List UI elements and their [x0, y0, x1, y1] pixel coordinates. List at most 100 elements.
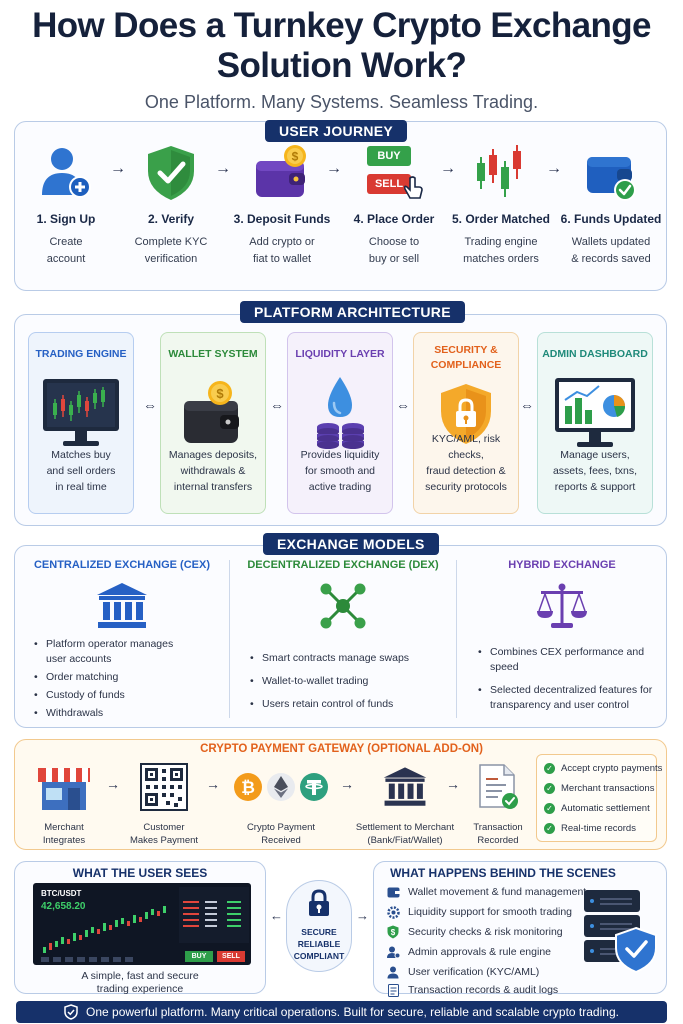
arch-card-security-compliance: SECURITY &COMPLIANCE KYC/AML, risk check…: [413, 332, 519, 514]
list-item: Selected decentralized features for tran…: [476, 683, 658, 713]
document-icon: [386, 983, 400, 997]
double-arrow-icon: ⇔: [270, 397, 284, 413]
list-item: Users retain control of funds: [248, 697, 448, 712]
list-item: Platform operator manages user accounts: [32, 637, 182, 667]
double-arrow-icon: ⇔: [143, 397, 157, 413]
list-item: Combines CEX performance and speed: [476, 645, 658, 675]
user-add-icon: [42, 148, 91, 198]
user-journey-label: USER JOURNEY: [265, 120, 408, 142]
behind-item: Transaction records & audit logs: [386, 983, 558, 997]
journey-step-title: 5. Order Matched: [451, 212, 551, 226]
buy-button: BUY: [185, 951, 213, 962]
model-hybrid: HYBRID EXCHANGE Combines CEX performance…: [466, 559, 658, 716]
behind-scenes-title: WHAT HAPPENS BEHIND THE SCENES: [390, 866, 616, 880]
behind-item: Liquidity support for smooth trading: [386, 905, 572, 919]
trading-screen-mockup: BTC/USDT 42,658.20 BUY SELL: [33, 883, 251, 965]
model-title: DECENTRALIZED EXCHANGE (DEX): [247, 559, 439, 571]
svg-text:$: $: [216, 386, 224, 401]
arrow-right-icon: →: [106, 776, 120, 792]
network-nodes-icon: [320, 583, 366, 629]
arch-card-admin-dashboard: ADMIN DASHBOARD Manage users,assets, fee…: [537, 332, 653, 514]
payment-gateway-label: CRYPTO PAYMENT GATEWAY (OPTIONAL ADD-ON): [200, 743, 483, 755]
gateway-feature: ✓Automatic settlement: [544, 803, 650, 814]
check-icon: ✓: [544, 763, 555, 774]
page-title: How Does a Turnkey Crypto Exchange Solut…: [0, 6, 683, 86]
user-sees-title: WHAT THE USER SEES: [72, 866, 208, 880]
bank-building-icon: [383, 767, 427, 806]
arrow-left-icon: ←: [270, 908, 283, 923]
card-title: LIQUIDITY LAYER: [295, 348, 385, 360]
shield-check-icon: [148, 146, 194, 200]
arrow-right-icon: →: [110, 160, 126, 177]
svg-text:$: $: [391, 928, 396, 937]
footer-text: One powerful platform. Many critical ope…: [86, 1005, 619, 1019]
balance-scale-icon: [537, 583, 587, 628]
journey-step-desc: Wallets updated& records saved: [571, 236, 651, 265]
server-shield-icon: [584, 890, 657, 974]
journey-step-title: 2. Verify: [147, 212, 195, 226]
order-book: [179, 887, 249, 943]
list-item: Wallet-to-wallet trading: [248, 674, 448, 689]
arrow-right-icon: →: [340, 776, 354, 792]
buy-button: BUY: [367, 146, 411, 166]
double-arrow-icon: ⇔: [396, 397, 410, 413]
divider: [456, 560, 457, 718]
journey-step-funds-updated: 6. Funds Updated Wallets updated& record…: [557, 142, 665, 268]
model-cex: CENTRALIZED EXCHANGE (CEX) Platform oper…: [22, 559, 222, 724]
model-dex: DECENTRALIZED EXCHANGE (DEX) Smart contr…: [238, 559, 448, 715]
divider: [229, 560, 230, 718]
monitor-chart-icon: [43, 379, 119, 446]
journey-step-title: 1. Sign Up: [36, 212, 96, 226]
behind-item: Admin approvals & rule engine: [386, 945, 551, 959]
sell-button: SELL: [367, 174, 411, 194]
bank-building-icon: [97, 583, 147, 628]
journey-step-title: 3. Deposit Funds: [233, 212, 331, 226]
card-title: COMPLIANCE: [430, 359, 502, 371]
liquidity-drop-icon: [317, 377, 364, 449]
shield-check-icon: [64, 1004, 78, 1020]
svg-text:$: $: [292, 150, 299, 164]
bitcoin-icon: ₿: [234, 773, 262, 801]
list-item: Smart contracts manage swaps: [248, 651, 448, 666]
gateway-features-box: [536, 754, 657, 842]
card-title: TRADING ENGINE: [35, 348, 127, 360]
user-icon: [386, 965, 400, 979]
arrow-right-icon: →: [546, 160, 562, 177]
card-desc: Manage users,assets, fees, txns,reports …: [552, 449, 638, 493]
model-feature-list: Platform operator manages user accounts …: [22, 637, 222, 721]
pointer-hand-icon: [403, 176, 423, 199]
wallet-coin-icon: $: [256, 145, 306, 197]
gateway-step-settlement: Settlement to Merchant(Bank/Fiat/Wallet): [350, 759, 460, 847]
behind-item: $Security checks & risk monitoring: [386, 925, 563, 939]
shield-lock-icon: [441, 384, 491, 444]
arrow-right-icon: →: [326, 160, 342, 177]
card-title: WALLET SYSTEM: [168, 348, 258, 360]
check-icon: ✓: [544, 823, 555, 834]
journey-step-title: 4. Place Order: [353, 212, 435, 226]
arrow-right-icon: →: [206, 776, 220, 792]
price-label: 42,658.20: [41, 901, 86, 912]
gear-icon: [386, 905, 400, 919]
ethereum-icon: [267, 773, 295, 801]
check-icon: ✓: [544, 783, 555, 794]
candlestick-icon: [477, 145, 521, 197]
arrow-right-icon: →: [356, 908, 369, 923]
